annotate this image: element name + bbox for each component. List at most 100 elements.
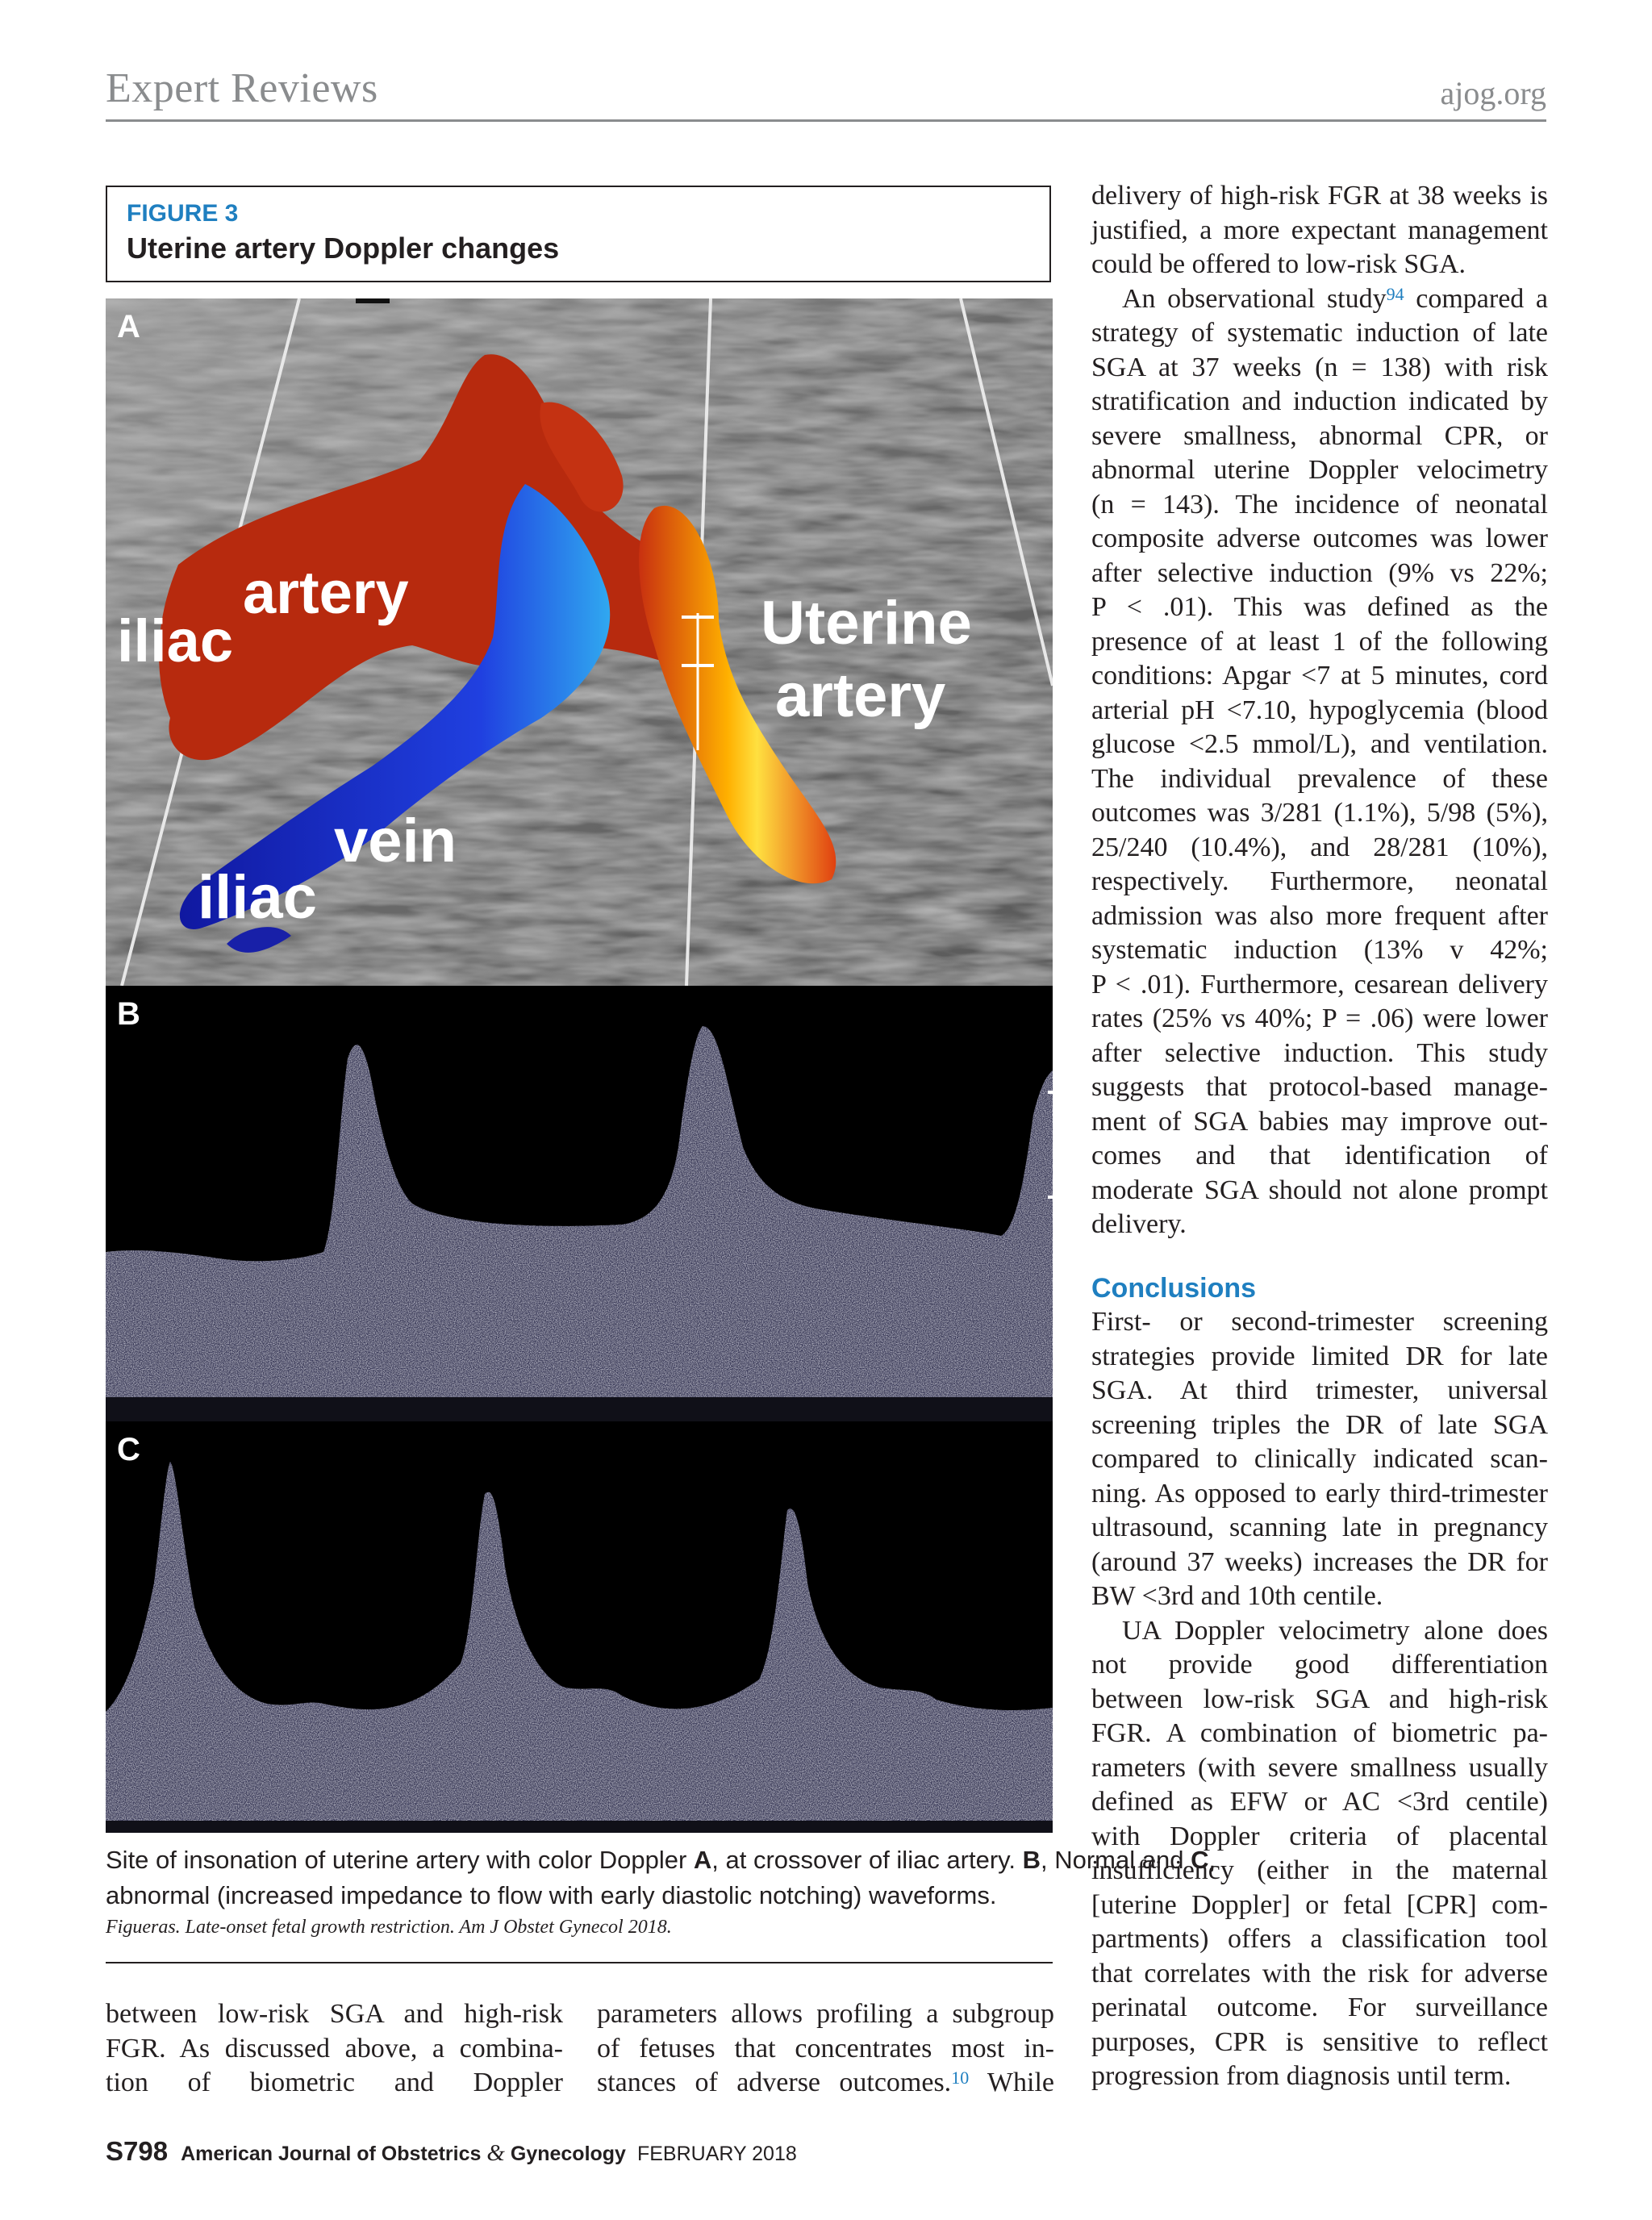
line: composite adverse outcomes was lower — [1091, 524, 1548, 553]
line: arterial pH <7.10, hypoglycemia (blood — [1091, 695, 1548, 725]
line: 25/240 (10.4%), and 28/281 (10%), — [1091, 832, 1548, 862]
right-column: delivery of high-risk FGR at 38 weeks is… — [1091, 179, 1548, 2094]
line: compared to clinically indicated scan- — [1091, 1444, 1548, 1474]
figure-title: Uterine artery Doppler changes — [127, 232, 560, 265]
line: conditions: Apgar <7 at 5 minutes, cord — [1091, 661, 1548, 691]
line: defined as EFW or AC <3rd centile) — [1091, 1787, 1548, 1817]
line: systematic induction (13% v 42%; — [1091, 935, 1548, 965]
line: suggests that protocol-based manage- — [1091, 1072, 1548, 1102]
label-uterine: Uterine — [761, 589, 972, 657]
line: could be offered to low-risk SGA. — [1091, 249, 1466, 279]
line: that correlates with the risk for advers… — [1091, 1958, 1548, 1988]
line: abnormal uterine Doppler velocimetry — [1091, 455, 1548, 485]
line: comes and that identification of — [1091, 1141, 1548, 1171]
label-vein: vein — [334, 807, 457, 875]
middle-column: parameters allows profiling a subgroup of… — [597, 1997, 1054, 2101]
line: rates (25% vs 40%; P = .06) were lower — [1091, 1004, 1548, 1033]
line: SGA. At third trimester, universal — [1091, 1375, 1548, 1405]
text-run: While — [969, 2068, 1054, 2097]
panel-b-normal-waveform: B — [106, 986, 1053, 1421]
reference-94[interactable]: 94 — [1386, 283, 1404, 304]
panel-a-color-doppler-image: A iliac artery Uterine artery vein iliac — [106, 298, 1053, 986]
figure-source: Figueras. Late-onset fetal growth restri… — [106, 1917, 672, 1938]
running-header-site: ajog.org — [1440, 75, 1546, 111]
line: with Doppler criteria of placental — [1091, 1821, 1548, 1851]
label-iliac-artery-iliac: iliac — [117, 607, 233, 674]
header-rule — [106, 119, 1546, 122]
line: strategies provide limited DR for late — [1091, 1341, 1548, 1371]
line: of fetuses that concentrates most in- — [597, 2033, 1054, 2064]
figure-caption: Site of insonation of uterine artery wit… — [106, 1842, 1216, 1913]
caption-text-1: Site of insonation of uterine artery wit… — [106, 1846, 694, 1874]
label-uterine-artery: artery — [775, 661, 945, 730]
line: ultrasound, scanning late in pregnancy — [1091, 1513, 1548, 1542]
line: P < .01). This was defined as the — [1091, 592, 1548, 622]
caption-line-2: abnormal (increased impedance to flow wi… — [106, 1881, 997, 1909]
page-number: S798 — [106, 2136, 169, 2166]
line: after selective induction. This study — [1091, 1037, 1548, 1068]
line: stances of adverse outcomes.10 While — [597, 2066, 1054, 2101]
line: stratification and induction indicated b… — [1091, 386, 1548, 416]
paragraph-observational-study-first-line: An observational study94 compared a — [1091, 282, 1548, 317]
journal-ampersand: & — [486, 2140, 505, 2166]
line: FGR. A combination of biometric pa- — [1091, 1718, 1548, 1748]
text-run: An observational study — [1122, 283, 1387, 314]
reference-10[interactable]: 10 — [951, 2068, 970, 2088]
panel-c-abnormal-waveform: C — [106, 1421, 1053, 1833]
label-iliac-vein-iliac: iliac — [198, 863, 317, 932]
line: progression from diagnosis until term. — [1091, 2061, 1512, 2091]
issue-date: FEBRUARY 2018 — [636, 2143, 797, 2165]
line: delivery. — [1091, 1209, 1187, 1239]
text-run: compared a — [1404, 283, 1548, 314]
paragraph-conclusions-screening: First- or second-trimester screening stra… — [1091, 1305, 1548, 1614]
line: delivery of high-risk FGR at 38 weeks is — [1091, 181, 1548, 211]
line: UA Doppler velocimetry alone does — [1122, 1615, 1548, 1646]
label-iliac-artery-artery: artery — [243, 559, 409, 626]
caption-text-3: , Normal and — [1041, 1846, 1191, 1874]
line: moderate SGA should not alone prompt — [1091, 1175, 1548, 1205]
line: ning. As opposed to early third-trimeste… — [1091, 1478, 1548, 1509]
paragraph-observational-study: strategy of systematic induction of late… — [1091, 316, 1548, 1242]
line: outcomes was 3/281 (1.1%), 5/98 (5%), — [1091, 798, 1548, 828]
line: severe smallness, abnormal CPR, or — [1091, 420, 1548, 451]
caption-panel-ref-a: A — [693, 1846, 712, 1874]
line: admission was also more frequent after — [1091, 900, 1548, 931]
conclusions-heading: Conclusions — [1091, 1272, 1257, 1304]
line: The individual prevalence of these — [1091, 763, 1548, 794]
line: rameters (with severe smallness usually — [1091, 1752, 1548, 1783]
line: P < .01). Furthermore, cesarean delivery — [1091, 969, 1548, 999]
line: not provide good differentiation — [1091, 1650, 1548, 1680]
line: SGA at 37 weeks (n = 138) with risk — [1091, 352, 1548, 382]
line: partments) offers a classification tool — [1091, 1924, 1548, 1954]
running-header-section: Expert Reviews — [106, 65, 378, 111]
figure-label: FIGURE 3 — [127, 200, 239, 227]
line: strategy of systematic induction of late — [1091, 318, 1548, 348]
panel-a-letter: A — [117, 309, 140, 344]
line: [uterine Doppler] or fetal [CPR] com- — [1091, 1889, 1548, 1920]
line: (around 37 weeks) increases the DR for — [1091, 1546, 1548, 1577]
paragraph-expectant-management: delivery of high-risk FGR at 38 weeks is… — [1091, 179, 1548, 282]
panel-c-letter: C — [117, 1432, 140, 1467]
line: perinatal outcome. For surveillance — [1091, 1993, 1548, 2022]
line: BW <3rd and 10th centile. — [1091, 1581, 1383, 1611]
line: purposes, CPR is sensitive to reflect — [1091, 2026, 1548, 2057]
line: between low-risk SGA and high-risk — [106, 1999, 563, 2029]
caption-text-4: , — [1208, 1846, 1216, 1874]
figure-bottom-rule — [106, 1962, 1053, 1963]
middle-column-lines: parameters allows profiling a subgroup of… — [597, 1997, 1054, 2066]
line: insufficiency (either in the maternal — [1091, 1855, 1548, 1885]
line: First- or second-trimester screening — [1091, 1307, 1548, 1337]
line: glucose <2.5 mmol/L), and ventilation. — [1091, 729, 1548, 759]
text-run: stances of adverse outcomes. — [597, 2068, 952, 2097]
line: after selective induction (9% vs 22%; — [1091, 557, 1548, 588]
line: parameters allows profiling a subgroup — [597, 1999, 1054, 2029]
caption-panel-ref-c: C — [1191, 1846, 1209, 1874]
line: (n = 143). The incidence of neonatal — [1091, 489, 1548, 520]
paragraph-conclusions-doppler: UA Doppler velocimetry alone does not pro… — [1091, 1614, 1548, 2094]
caption-text-2: , at crossover of iliac artery. — [711, 1846, 1023, 1874]
line: screening triples the DR of late SGA — [1091, 1409, 1548, 1440]
line: FGR. As discussed above, a combina- — [106, 2033, 563, 2064]
line: tion of biometric and Doppler — [106, 2068, 563, 2097]
line: respectively. Furthermore, neonatal — [1091, 866, 1548, 896]
